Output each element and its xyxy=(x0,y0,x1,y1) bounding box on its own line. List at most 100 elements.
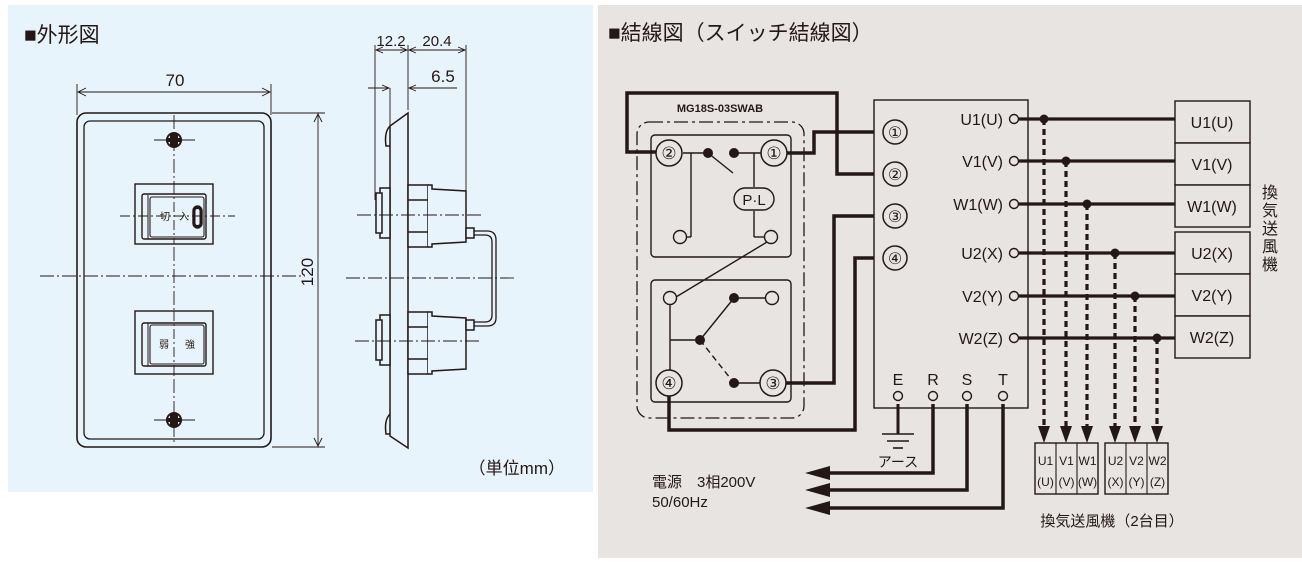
upper-contact-dot-left xyxy=(703,148,713,158)
svg-text:③: ③ xyxy=(765,374,780,393)
fan1-terminal-4: U2(X) xyxy=(1174,231,1251,275)
power-arrow-icons xyxy=(805,466,830,515)
fan2-terminal-top: W1 xyxy=(1079,454,1097,468)
fan2-terminal-bottom: (V) xyxy=(1059,475,1075,489)
upper-switch-wiring xyxy=(672,152,779,298)
upper-switch xyxy=(120,183,235,245)
fan2-drop-wires xyxy=(1038,114,1163,443)
fan2-group-2 xyxy=(1104,442,1169,495)
block-output-terminal-icon xyxy=(1008,332,1020,344)
block-output-terminal-icon xyxy=(1008,155,1020,167)
power-terminal-icon xyxy=(892,390,904,402)
block-output-label: U1(U) xyxy=(960,112,1003,129)
fan2-terminal-2: V1 (V) xyxy=(1055,443,1075,494)
plate-outer xyxy=(76,112,272,448)
fan1-terminal-2: V1(V) xyxy=(1174,142,1251,186)
svg-text:③: ③ xyxy=(888,209,902,226)
power-terminal-label: E xyxy=(893,372,904,389)
lower-contact-dot-top xyxy=(729,293,739,303)
fan1-label-char: 機 xyxy=(1262,256,1278,274)
fan2-terminal-top: V1 xyxy=(1059,454,1074,468)
power-spec-line1: 電源 3相200V xyxy=(652,474,755,491)
lower-switch-low-label: 弱 xyxy=(159,339,169,351)
block-output-6: W2(Z) xyxy=(959,331,1020,348)
fan1-label-char: 送 xyxy=(1262,220,1278,238)
block-output-1: U1(U) xyxy=(960,112,1020,129)
block-output-terminals: U1(U)V1(V)W1(W)U2(X)V2(Y)W2(Z) xyxy=(953,112,1020,348)
wiring-diagram: ■結線図（スイッチ結線図） MG18S-03SWAB P·L xyxy=(608,22,1278,530)
power-terminal-icon xyxy=(961,390,973,402)
fan2-terminal-top: U1 xyxy=(1038,454,1054,468)
width-dimension-label: 70 xyxy=(166,71,185,90)
switch-terminal-2: ② xyxy=(655,139,683,167)
svg-text:④: ④ xyxy=(661,374,676,393)
fan1-terminal-label: U1(U) xyxy=(1191,115,1234,132)
down-arrow-icon xyxy=(1129,426,1141,443)
switch-enclosure xyxy=(636,121,805,419)
block-output-3: W1(W) xyxy=(953,197,1020,214)
outline-drawing: ■外形図 70 120 xyxy=(24,24,565,478)
power-terminal-label: S xyxy=(962,372,973,389)
power-spec-line2: 50/60Hz xyxy=(652,494,708,511)
power-terminal-T: T xyxy=(997,372,1009,402)
switch-terminal-3: ③ xyxy=(759,369,787,397)
power-terminal-S: S xyxy=(961,372,973,402)
svg-text:②: ② xyxy=(661,144,676,163)
switch-terminal-4: ④ xyxy=(655,369,683,397)
upper-switch-on-label: 入 xyxy=(179,212,189,223)
down-arrow-icon xyxy=(1109,426,1121,443)
block-output-label: U2(X) xyxy=(961,246,1003,263)
top-screw-icon xyxy=(154,132,195,148)
fan1-terminal-5: V2(Y) xyxy=(1174,273,1251,317)
upper-switch-block xyxy=(650,134,792,258)
down-arrow-icon xyxy=(1151,426,1163,443)
lower-switch-wiring xyxy=(662,290,780,384)
fan2-terminal-5: V2(Y) xyxy=(1125,443,1145,494)
fan1-terminal-strip: U1(U) V1(V) W1(W) U2(X) V2(Y)W2(Z) xyxy=(1174,100,1251,359)
fan2-label: 換気送風機（2台目） xyxy=(1040,513,1183,530)
fan1-label: 換気送風機 xyxy=(1262,184,1278,274)
power-terminal-icon xyxy=(997,390,1009,402)
fan1-terminal-1: U1(U) xyxy=(1174,100,1251,144)
fan2-terminal-top: V2 xyxy=(1129,454,1144,468)
svg-text:①: ① xyxy=(766,144,781,163)
fan1-terminal-6: W2(Z) xyxy=(1174,315,1251,359)
fan2-terminal-3: W1(W) xyxy=(1076,443,1097,494)
fan1-terminal-label: V1(V) xyxy=(1192,157,1233,174)
svg-text:②: ② xyxy=(888,167,902,184)
fan1-label-char: 気 xyxy=(1262,202,1278,220)
outline-title: ■外形図 xyxy=(24,24,100,47)
block-input-3: ③ xyxy=(882,203,908,229)
block-output-label: W2(Z) xyxy=(959,331,1003,348)
width-dimension xyxy=(76,84,272,115)
side-view xyxy=(375,111,497,450)
unit-note: （単位mm） xyxy=(469,459,565,478)
fan1-terminal-3: W1(W) xyxy=(1174,184,1251,228)
svg-text:P·L: P·L xyxy=(742,192,765,209)
power-wires xyxy=(818,404,1005,510)
fan2-terminal-top: W2 xyxy=(1149,454,1167,468)
block-output-terminal-icon xyxy=(1008,113,1020,125)
fan1-terminal-label: U2(X) xyxy=(1191,246,1233,263)
upper-contact-dot-right xyxy=(729,148,739,158)
block-output-4: U2(X) xyxy=(961,246,1020,263)
block-input-4: ④ xyxy=(882,245,908,271)
power-terminal-R: R xyxy=(927,372,939,402)
upper-switch-off-label: 切 xyxy=(160,211,170,223)
bottom-screw-icon xyxy=(154,412,195,428)
side-dim-plate-label: 6.5 xyxy=(431,67,455,86)
switch-terminal-1: ① xyxy=(760,139,788,167)
fan1-terminal-label: W1(W) xyxy=(1187,199,1237,216)
block-output-terminal-icon xyxy=(1008,198,1020,210)
power-terminal-E: E xyxy=(892,372,904,402)
earth-label: アース xyxy=(878,454,918,470)
power-terminal-label: R xyxy=(927,372,939,389)
fan2-terminal-4: U2(X) xyxy=(1108,454,1124,489)
fan2-group-1 xyxy=(1034,442,1099,495)
outer-wire-loop xyxy=(625,91,880,176)
block-input-1: ① xyxy=(882,119,908,145)
block-output-2: V1(V) xyxy=(962,154,1020,171)
block-output-label: W1(W) xyxy=(953,197,1003,214)
